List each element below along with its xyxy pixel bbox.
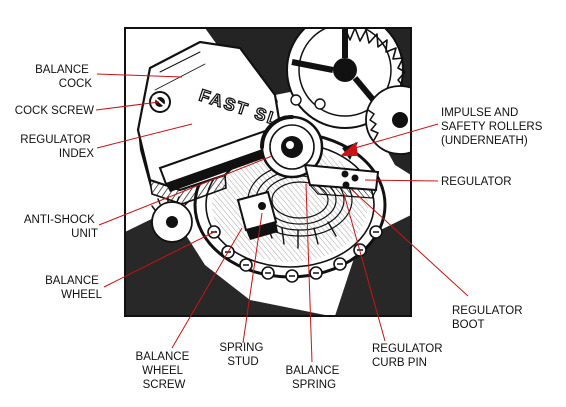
movement-illustration: FAST SLOW bbox=[125, 28, 411, 316]
regulator bbox=[303, 163, 380, 199]
label-impulse-and-safety-rollers: IMPULSE AND SAFETY ROLLERS (UNDERNEATH) bbox=[441, 107, 546, 147]
label-cock-screw: COCK SCREW bbox=[15, 105, 94, 117]
leader-impulse-arrowhead bbox=[340, 142, 358, 156]
balance-wheel-screws bbox=[207, 94, 383, 283]
label-regulator-boot: REGULATOR BOOT bbox=[452, 305, 526, 331]
illustration-frame bbox=[124, 27, 412, 317]
anti-shock-unit bbox=[260, 115, 324, 179]
label-anti-shock-unit: ANTI-SHOCK UNIT bbox=[24, 214, 98, 240]
leader-balance-wheel-screw bbox=[171, 227, 243, 349]
cock-screw bbox=[149, 91, 171, 113]
label-balance-wheel-screw: BALANCE WHEEL SCREW bbox=[136, 351, 193, 391]
leader-regulator-boot bbox=[350, 188, 469, 297]
leader-anti-shock-unit bbox=[98, 155, 273, 226]
leader-lines bbox=[95, 73, 469, 363]
leader-balance-wheel bbox=[103, 230, 217, 288]
escape-wheel bbox=[151, 196, 193, 243]
leader-spring-stud bbox=[242, 212, 263, 344]
label-regulator: REGULATOR bbox=[441, 176, 512, 188]
leader-regulator-curb-pin bbox=[343, 193, 386, 342]
label-spring-stud: SPRING STUD bbox=[219, 342, 266, 368]
leader-balance-cock bbox=[96, 73, 183, 78]
leader-cock-screw bbox=[95, 101, 160, 111]
label-regulator-index: REGULATOR INDEX bbox=[20, 134, 94, 160]
label-regulator-curb-pin: REGULATOR CURB PIN bbox=[372, 343, 446, 369]
label-balance-cock: BALANCE COCK bbox=[35, 64, 92, 90]
spring-stud bbox=[236, 190, 278, 240]
leader-impulse-rollers bbox=[347, 123, 439, 151]
labels: BALANCE COCK COCK SCREW REGULATOR INDEX … bbox=[15, 64, 546, 391]
leader-regulator-index bbox=[96, 123, 193, 149]
leader-regulator bbox=[364, 179, 439, 182]
label-balance-wheel: BALANCE WHEEL bbox=[45, 275, 102, 301]
label-balance-spring: BALANCE SPRING bbox=[286, 365, 343, 391]
second-gear bbox=[365, 85, 411, 155]
leader-balance-spring bbox=[305, 183, 313, 363]
